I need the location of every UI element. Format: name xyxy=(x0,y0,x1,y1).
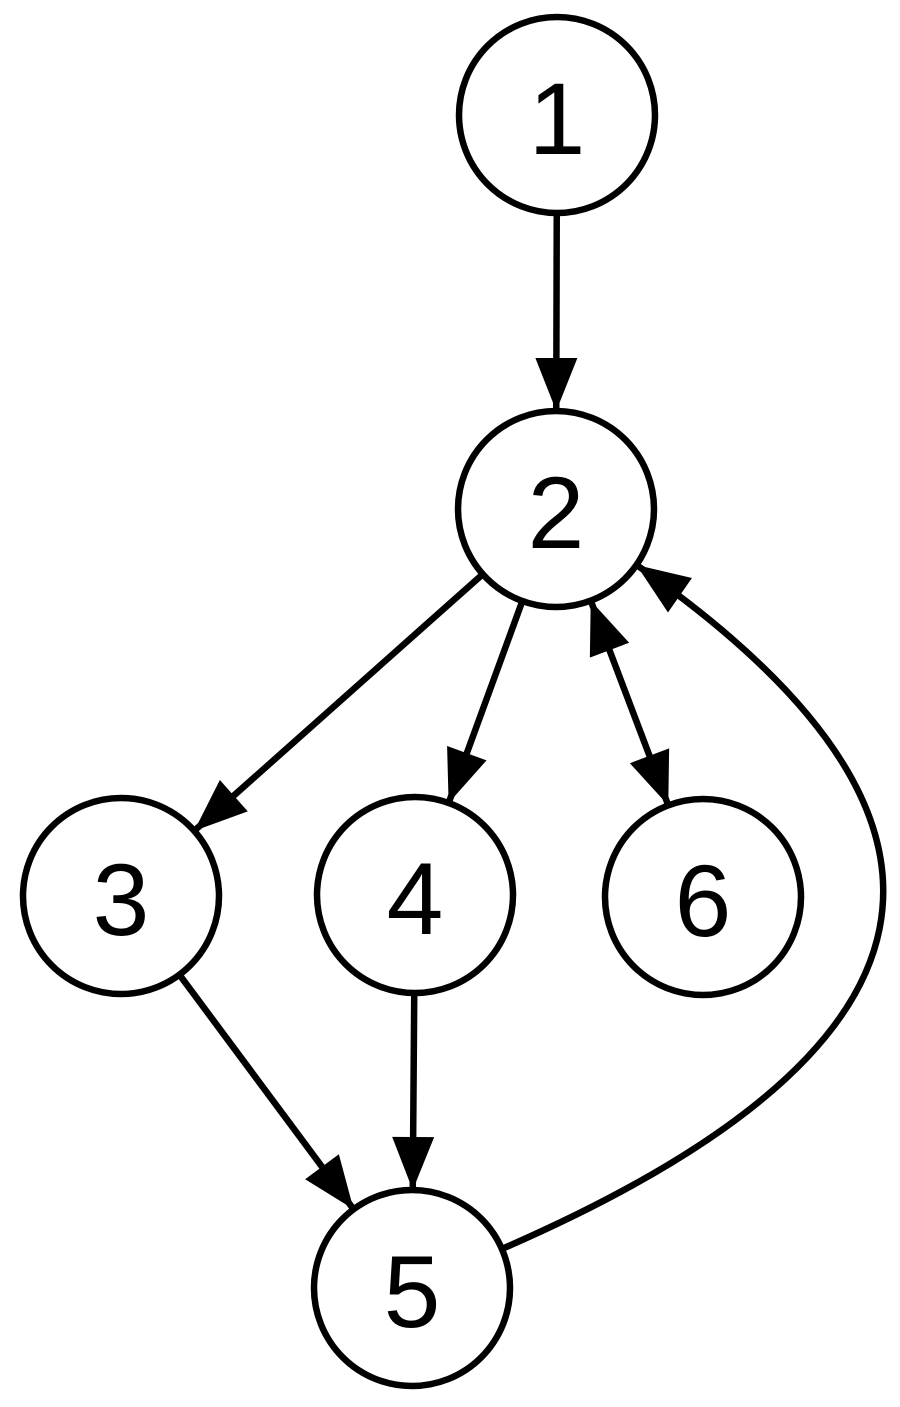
node-label: 3 xyxy=(93,843,150,957)
edge-1-2 xyxy=(535,212,578,412)
node-label: 5 xyxy=(384,1235,441,1349)
node-circle xyxy=(455,13,659,217)
edge-3-5 xyxy=(176,972,357,1212)
node-label: 4 xyxy=(387,842,444,956)
edge-5-2 xyxy=(500,562,887,1252)
edge-2-4 xyxy=(445,599,526,805)
arrowhead-to-2 xyxy=(589,600,630,658)
edge-line xyxy=(192,571,485,834)
node-circle xyxy=(601,795,805,999)
arrowhead-to-2 xyxy=(535,357,578,412)
node-circle xyxy=(310,1186,514,1390)
graph-node-4: 4 xyxy=(313,793,517,997)
arrowhead-to-2 xyxy=(636,564,692,613)
arrowhead-to-5 xyxy=(305,1154,354,1210)
arrowhead-to-4 xyxy=(447,745,487,803)
graph-node-6: 6 xyxy=(601,795,805,999)
arrowhead-to-6 xyxy=(629,748,670,806)
edge-2-6 xyxy=(587,599,672,807)
node-circle xyxy=(19,794,223,998)
edge-2-3 xyxy=(192,571,485,834)
arrowhead-to-3 xyxy=(194,779,248,831)
arrowhead-to-5 xyxy=(392,1136,435,1191)
graph-node-2: 2 xyxy=(454,407,658,611)
graph-node-5: 5 xyxy=(310,1186,514,1390)
node-label: 2 xyxy=(528,456,585,570)
graph-node-1: 1 xyxy=(455,13,659,217)
edge-4-5 xyxy=(392,992,435,1191)
edge-line xyxy=(500,562,887,1252)
graph-node-3: 3 xyxy=(19,794,223,998)
node-label: 1 xyxy=(529,62,586,176)
node-circle xyxy=(454,407,658,611)
node-circle xyxy=(313,793,517,997)
node-label: 6 xyxy=(675,844,732,958)
